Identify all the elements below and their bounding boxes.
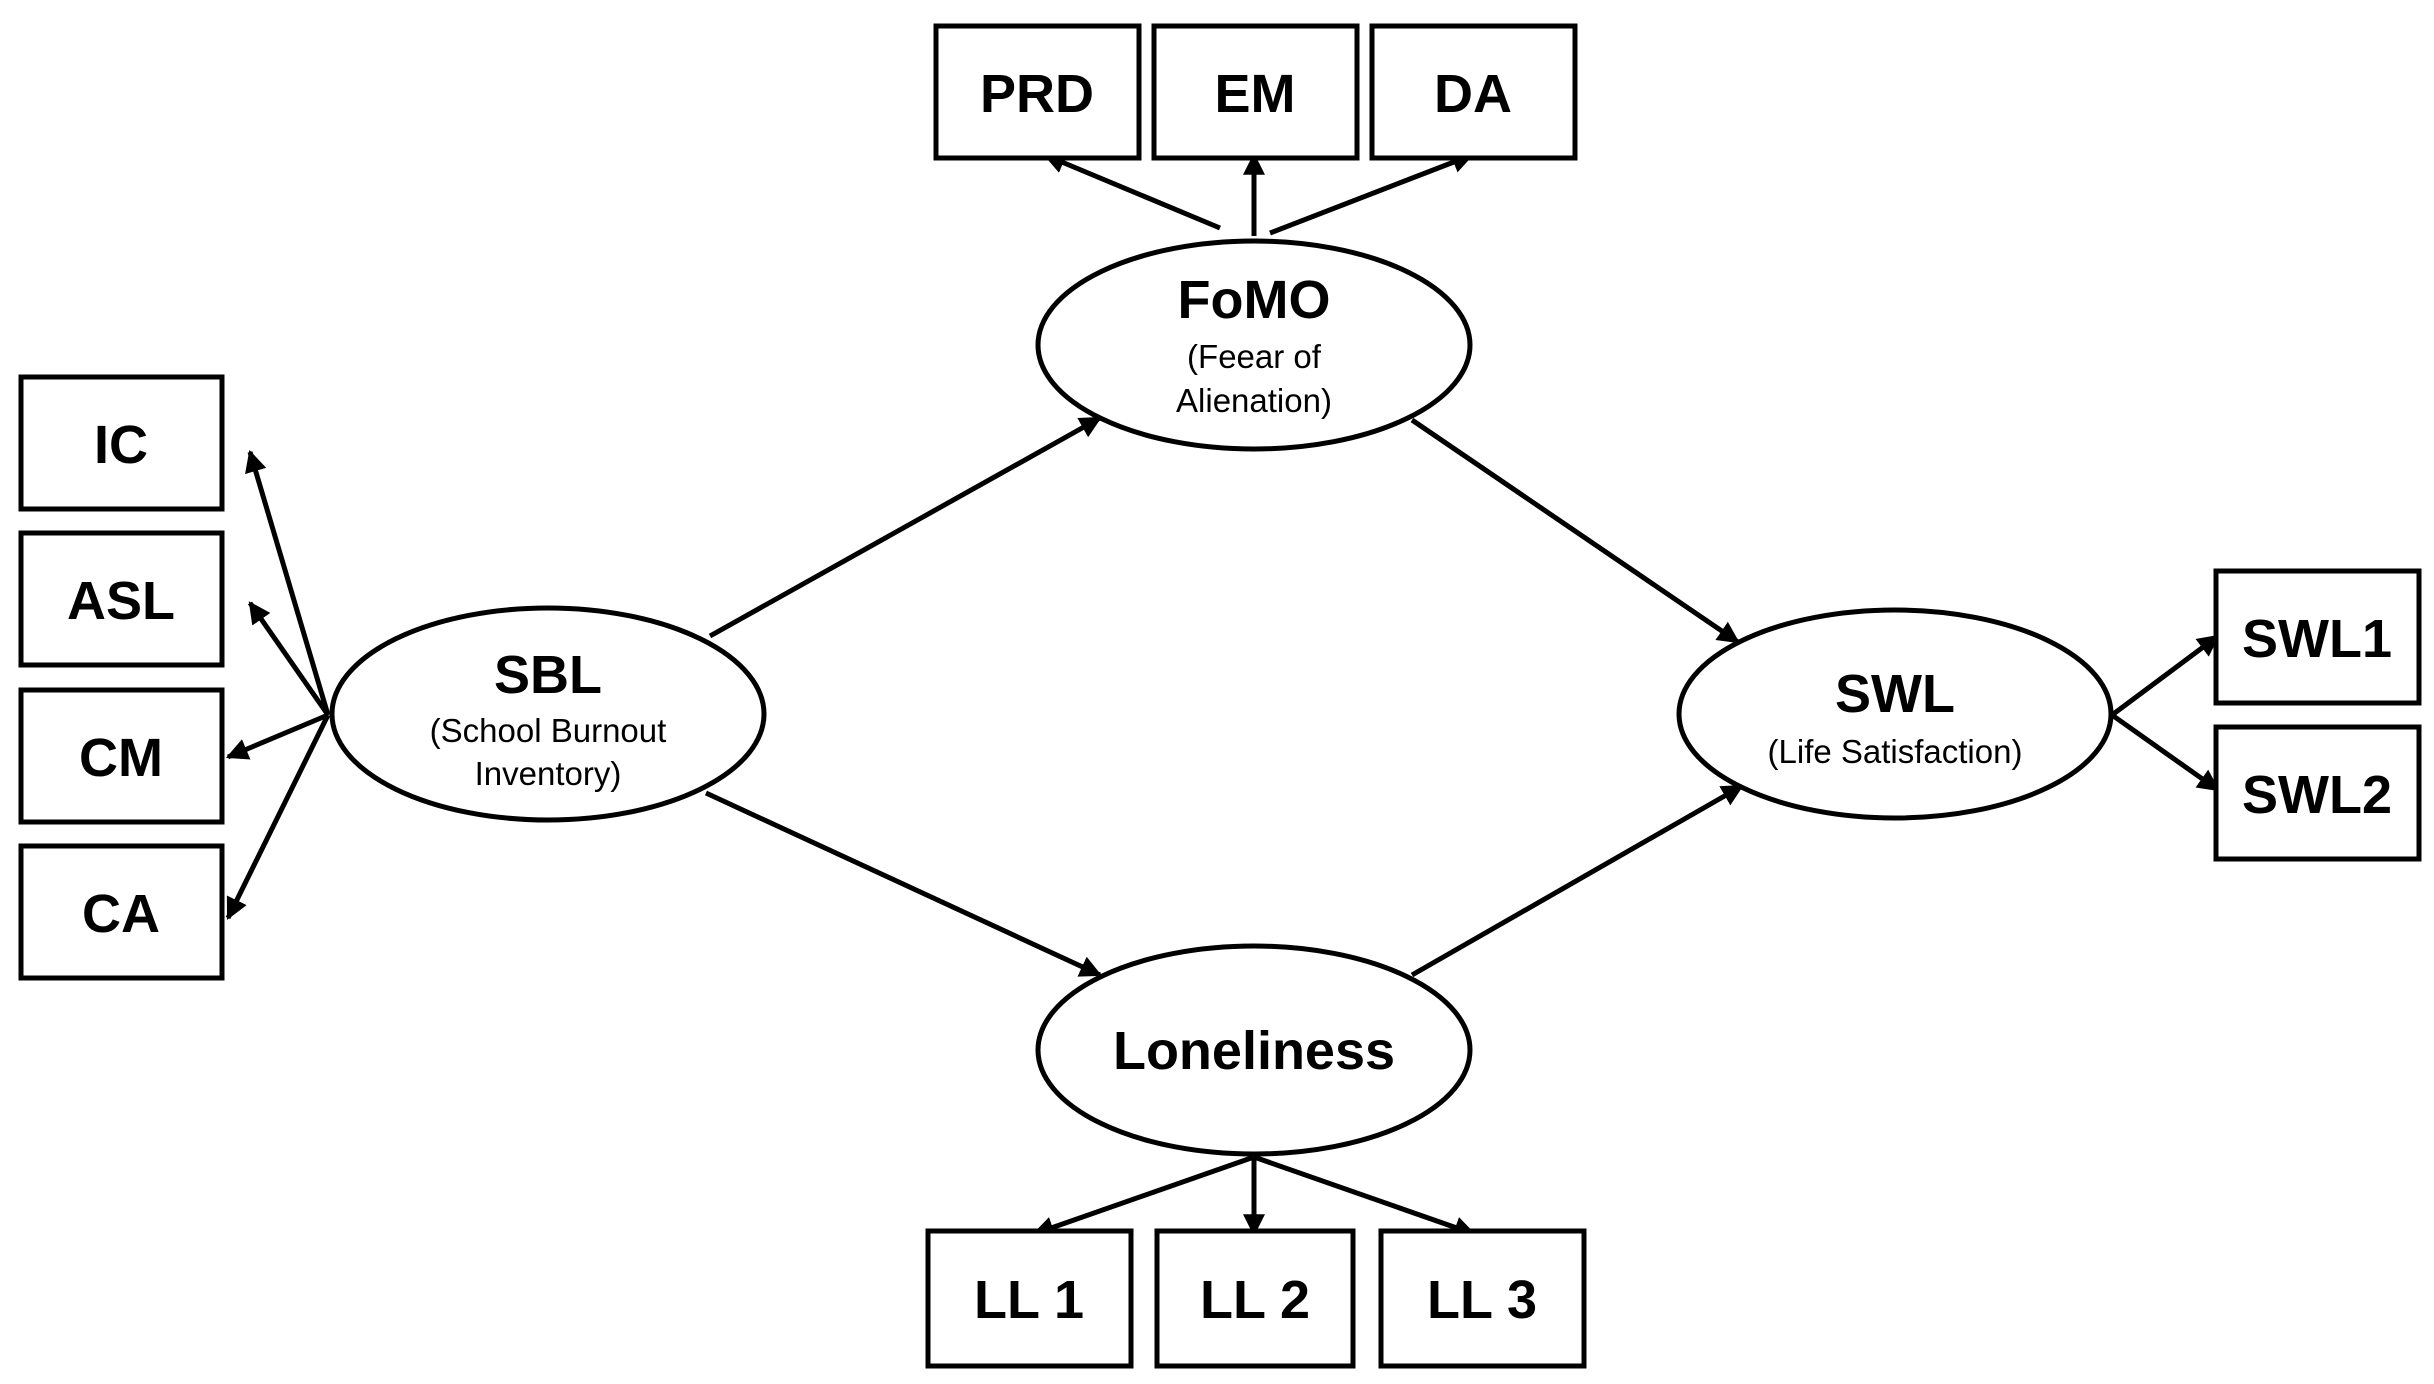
indicator-ic-label: IC <box>94 415 148 475</box>
indicator-asl-label: ASL <box>67 571 175 631</box>
edge-loneliness-to-swl <box>1410 783 1744 978</box>
node-fomo-subtitle-line1: (Feear of <box>1187 338 1322 375</box>
indicator-ll1-label: LL 1 <box>974 1270 1084 1330</box>
node-sbl: SBL (School Burnout Inventory) <box>329 605 767 823</box>
node-loneliness-title: Loneliness <box>1113 1021 1395 1081</box>
indicator-ll1: LL 1 <box>925 1228 1134 1369</box>
node-swl: SWL (Life Satisfaction) <box>1676 607 2114 821</box>
node-fomo-subtitle-line2: Alienation) <box>1176 382 1332 419</box>
indicator-ll2-label: LL 2 <box>1200 1270 1310 1330</box>
edge-loneliness-to-ll1 <box>1031 1154 1255 1238</box>
edge-sbl-to-ca <box>225 713 331 920</box>
node-fomo: FoMO (Feear of Alienation) <box>1035 238 1473 452</box>
edge-swl-to-swl2 <box>2110 712 2220 793</box>
edge-fomo-to-prd <box>1042 152 1221 231</box>
indicator-asl: ASL <box>18 530 225 668</box>
edge-loneliness-to-ll3 <box>1253 1154 1477 1238</box>
indicator-da-label: DA <box>1434 64 1512 124</box>
edge-sbl-to-loneliness <box>704 790 1102 978</box>
node-sbl-title: SBL <box>494 645 602 705</box>
indicator-ll3-label: LL 3 <box>1427 1270 1537 1330</box>
edge-sbl-to-cm <box>225 712 329 760</box>
indicator-em-label: EM <box>1215 64 1296 124</box>
indicator-em: EM <box>1151 23 1360 161</box>
node-sbl-subtitle-line1: (School Burnout <box>430 712 667 749</box>
indicator-prd-label: PRD <box>980 64 1094 124</box>
edge-fomo-to-swl <box>1410 417 1740 645</box>
node-loneliness: Loneliness <box>1035 943 1473 1157</box>
edge-fomo-to-da <box>1269 151 1475 236</box>
indicator-ca-label: CA <box>82 884 160 944</box>
edges <box>225 151 2220 1238</box>
indicator-ca: CA <box>18 843 225 981</box>
indicator-ll2: LL 2 <box>1154 1228 1356 1369</box>
edge-swl-to-swl1 <box>2110 633 2220 718</box>
indicator-ll3: LL 3 <box>1378 1228 1587 1369</box>
node-fomo-title: FoMO <box>1178 270 1331 330</box>
indicator-da: DA <box>1369 23 1578 161</box>
indicator-swl2-label: SWL2 <box>2242 765 2392 825</box>
edge-sbl-to-asl <box>247 601 331 717</box>
indicator-ic: IC <box>18 374 225 512</box>
node-swl-subtitle: (Life Satisfaction) <box>1768 733 2023 770</box>
indicator-cm-label: CM <box>79 728 163 788</box>
edge-sbl-to-fomo <box>708 415 1102 639</box>
indicator-swl2: SWL2 <box>2213 724 2422 862</box>
indicator-prd: PRD <box>933 23 1142 161</box>
node-swl-title: SWL <box>1835 664 1955 724</box>
indicator-swl1-label: SWL1 <box>2242 609 2392 669</box>
indicator-swl1: SWL1 <box>2213 568 2422 706</box>
node-sbl-subtitle-line2: Inventory) <box>475 755 622 792</box>
indicator-cm: CM <box>18 687 225 825</box>
edge-sbl-to-ic <box>245 449 331 716</box>
